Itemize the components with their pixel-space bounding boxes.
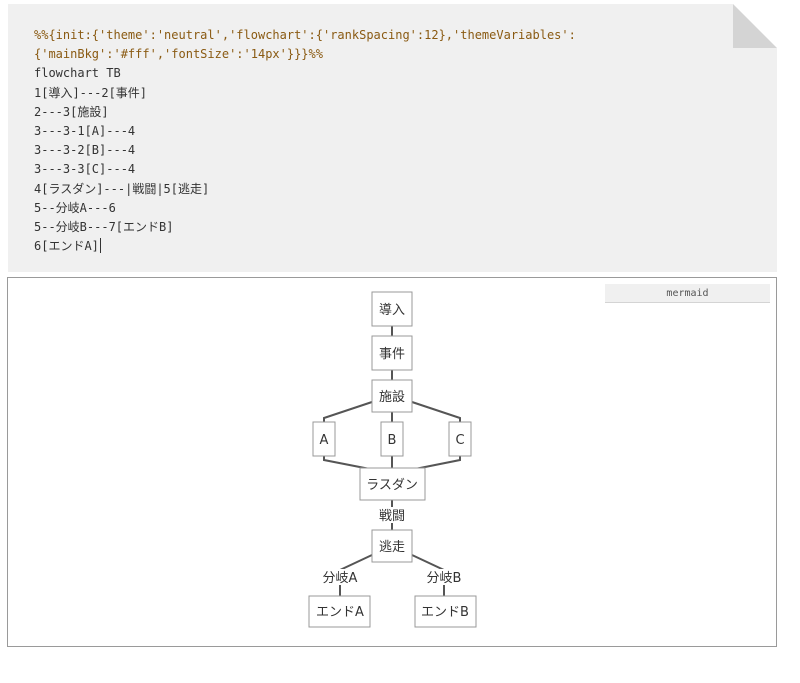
edge-a-n4 bbox=[323, 456, 376, 471]
svg-text:導入: 導入 bbox=[379, 303, 405, 318]
code-text[interactable]: %%{init:{'theme':'neutral','flowchart':{… bbox=[34, 26, 751, 256]
node-n1: 導入 bbox=[371, 291, 413, 327]
svg-text:分岐A: 分岐A bbox=[323, 571, 358, 586]
code-line-8: 5--分岐A---6 bbox=[34, 200, 116, 215]
code-editor[interactable]: %%{init:{'theme':'neutral','flowchart':{… bbox=[8, 4, 777, 272]
node-n3: 施設 bbox=[371, 379, 413, 413]
edge-n3-c bbox=[411, 401, 461, 422]
node-n5: 逃走 bbox=[371, 529, 413, 563]
code-line-1: flowchart TB bbox=[34, 66, 121, 81]
text-cursor bbox=[99, 238, 101, 254]
svg-text:ラスダン: ラスダン bbox=[366, 478, 418, 493]
code-line-2: 1[導入]---2[事件] bbox=[34, 85, 148, 100]
mermaid-tag: mermaid bbox=[605, 284, 770, 303]
code-line-directive-2: {'mainBkg':'#fff','fontSize':'14px'}}}%% bbox=[34, 47, 323, 62]
edge-c-n4 bbox=[409, 456, 461, 471]
code-line-6: 3---3-3[C]---4 bbox=[34, 162, 136, 177]
svg-text:施設: 施設 bbox=[379, 389, 405, 405]
svg-text:戦闘: 戦闘 bbox=[379, 509, 405, 524]
svg-text:エンドB: エンドB bbox=[421, 605, 469, 620]
edge-label-branch-b: 分岐B bbox=[423, 569, 465, 586]
page-corner-fold bbox=[733, 4, 777, 48]
code-line-directive-1: %%{init:{'theme':'neutral','flowchart':{… bbox=[34, 28, 576, 42]
code-line-9: 5--分岐B---7[エンドB] bbox=[34, 220, 174, 235]
edge-label-battle: 戦闘 bbox=[376, 507, 408, 524]
svg-text:逃走: 逃走 bbox=[379, 540, 405, 555]
node-c: C bbox=[448, 421, 472, 457]
svg-text:エンドA: エンドA bbox=[316, 605, 364, 620]
node-n7: エンドB bbox=[414, 595, 477, 628]
svg-text:事件: 事件 bbox=[379, 347, 405, 362]
code-line-7: 4[ラスダン]---|戦闘|5[逃走] bbox=[34, 181, 210, 196]
svg-text:A: A bbox=[320, 433, 329, 448]
node-a: A bbox=[312, 421, 336, 457]
svg-text:分岐B: 分岐B bbox=[427, 571, 462, 586]
edge-label-branch-a: 分岐A bbox=[319, 569, 361, 586]
edge-n3-a bbox=[323, 401, 373, 422]
svg-text:C: C bbox=[455, 433, 464, 448]
code-line-5: 3---3-2[B]---4 bbox=[34, 143, 136, 158]
code-line-3: 2---3[施設] bbox=[34, 104, 109, 119]
node-n2: 事件 bbox=[371, 335, 413, 371]
node-n6: エンドA bbox=[308, 595, 371, 628]
node-b: B bbox=[380, 421, 404, 457]
code-line-4: 3---3-1[A]---4 bbox=[34, 124, 136, 139]
code-line-10: 6[エンドA] bbox=[34, 239, 99, 254]
svg-text:B: B bbox=[388, 433, 397, 448]
node-n4: ラスダン bbox=[359, 467, 426, 501]
